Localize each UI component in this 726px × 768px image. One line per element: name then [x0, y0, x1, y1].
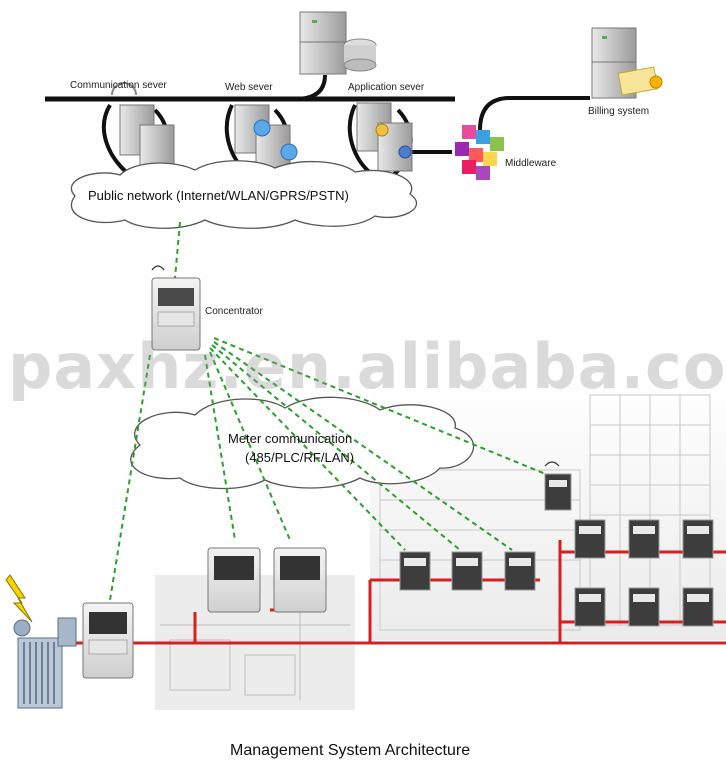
bus-to-database — [294, 74, 327, 101]
billing-system-label: Billing system — [588, 106, 650, 117]
building-meter-displays — [404, 480, 709, 602]
public-network-cloud — [70, 160, 418, 229]
middleware-to-billing-link — [478, 96, 590, 131]
middleware-label: Middleware — [505, 158, 557, 169]
middleware-icon — [455, 125, 504, 180]
meter-icon-large — [82, 602, 134, 679]
antenna-icon — [544, 461, 560, 467]
application-server-label: Application sever — [348, 82, 425, 93]
web-server-label: Web sever — [225, 82, 273, 93]
application-server-icon — [347, 102, 413, 177]
database-server-icon — [299, 11, 377, 75]
communication-server-icon — [101, 82, 175, 177]
diagram-title: Management System Architecture — [230, 742, 471, 759]
transformer-icon — [5, 574, 77, 709]
public-network-label: Public network (Internet/WLAN/GPRS/PSTN) — [88, 188, 349, 203]
watermark: paxhz.en.alibaba.com — [8, 330, 726, 403]
meter-icon — [273, 547, 327, 613]
meter-protocols-label: (485/PLC/RF/LAN) — [245, 450, 355, 465]
concentrator-meter-icon — [151, 265, 201, 351]
meter-icon — [207, 547, 261, 613]
concentrator-label: Concentrator — [205, 306, 263, 317]
communication-links — [109, 221, 549, 601]
meter-communication-label: Meter communication — [228, 431, 353, 446]
communication-server-label: Communication sever — [70, 80, 167, 91]
billing-server-icon — [591, 27, 663, 99]
